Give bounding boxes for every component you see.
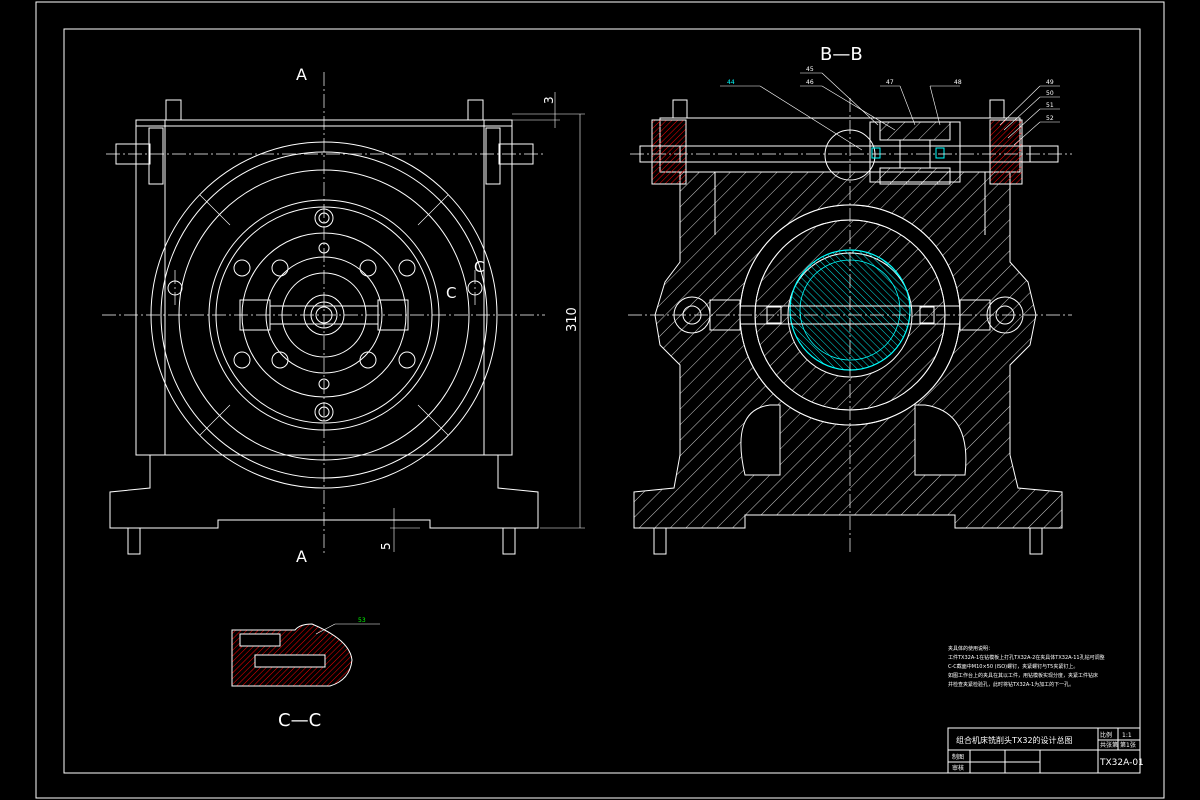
balloon-45: 45 xyxy=(806,66,814,73)
balloon-51: 51 xyxy=(1046,102,1054,109)
sheet-value: 第1张 xyxy=(1120,741,1136,749)
note-line-1: 夹具体的使用说明： xyxy=(948,645,993,652)
checked-label: 审核 xyxy=(952,764,964,772)
balloon-48: 48 xyxy=(954,79,962,86)
note-line-5: 并检查夹紧检验孔，此时将钻TX32A-1为加工的下一孔。 xyxy=(948,681,1074,688)
section-c-left-label: C xyxy=(446,284,456,302)
sheet-label: 共张第 xyxy=(1100,741,1118,749)
section-a-bottom-label: A xyxy=(296,547,307,566)
section-a-top-label: A xyxy=(296,65,307,84)
scale-value: 1:1 xyxy=(1122,732,1132,739)
dimension-top: 3 xyxy=(542,96,556,104)
scale-label: 比例 xyxy=(1100,731,1112,739)
section-bb-view xyxy=(628,72,1072,555)
title-block: 组合机床铣削头TX32的设计总图 比例 1:1 共张第 第1张 制图 审核 TX… xyxy=(947,727,1144,774)
balloon-44: 44 xyxy=(727,79,735,86)
balloon-47: 47 xyxy=(886,79,894,86)
note-line-3: C-C截面中M10×50 (ISO)螺钉，夹紧螺钉与T5夹紧钉上。 xyxy=(948,663,1078,670)
dimension-bottom: 5 xyxy=(379,542,393,550)
balloon-53: 53 xyxy=(358,617,366,624)
drawing-title: 组合机床铣削头TX32的设计总图 xyxy=(956,735,1073,745)
balloon-49: 49 xyxy=(1046,79,1054,86)
inner-frame xyxy=(63,28,1141,774)
dimension-height: 310 xyxy=(565,307,580,332)
front-view xyxy=(102,72,585,555)
section-c-right-label: C xyxy=(474,258,484,276)
balloon-52: 52 xyxy=(1046,115,1054,122)
section-bb-label: B—B xyxy=(820,44,863,65)
drawing-number: TX32A-01 xyxy=(1099,758,1144,768)
balloon-50: 50 xyxy=(1046,90,1054,97)
technical-notes: 夹具体的使用说明： 工件TX32A-1在钻模板上打孔TX32A-2在夹具体TX3… xyxy=(948,645,1105,688)
note-line-4: 如图工作台上的夹具在其以工件，用钻模板实现分度，夹紧工件钻床 xyxy=(948,672,1098,679)
balloon-46: 46 xyxy=(806,79,814,86)
outer-frame xyxy=(35,1,1165,799)
note-line-2: 工件TX32A-1在钻模板上打孔TX32A-2在夹具体TX32A-11孔钻可调整 xyxy=(948,654,1105,661)
drawn-label: 制图 xyxy=(952,753,964,761)
section-cc-detail xyxy=(231,623,380,687)
section-cc-label: C—C xyxy=(278,710,321,731)
